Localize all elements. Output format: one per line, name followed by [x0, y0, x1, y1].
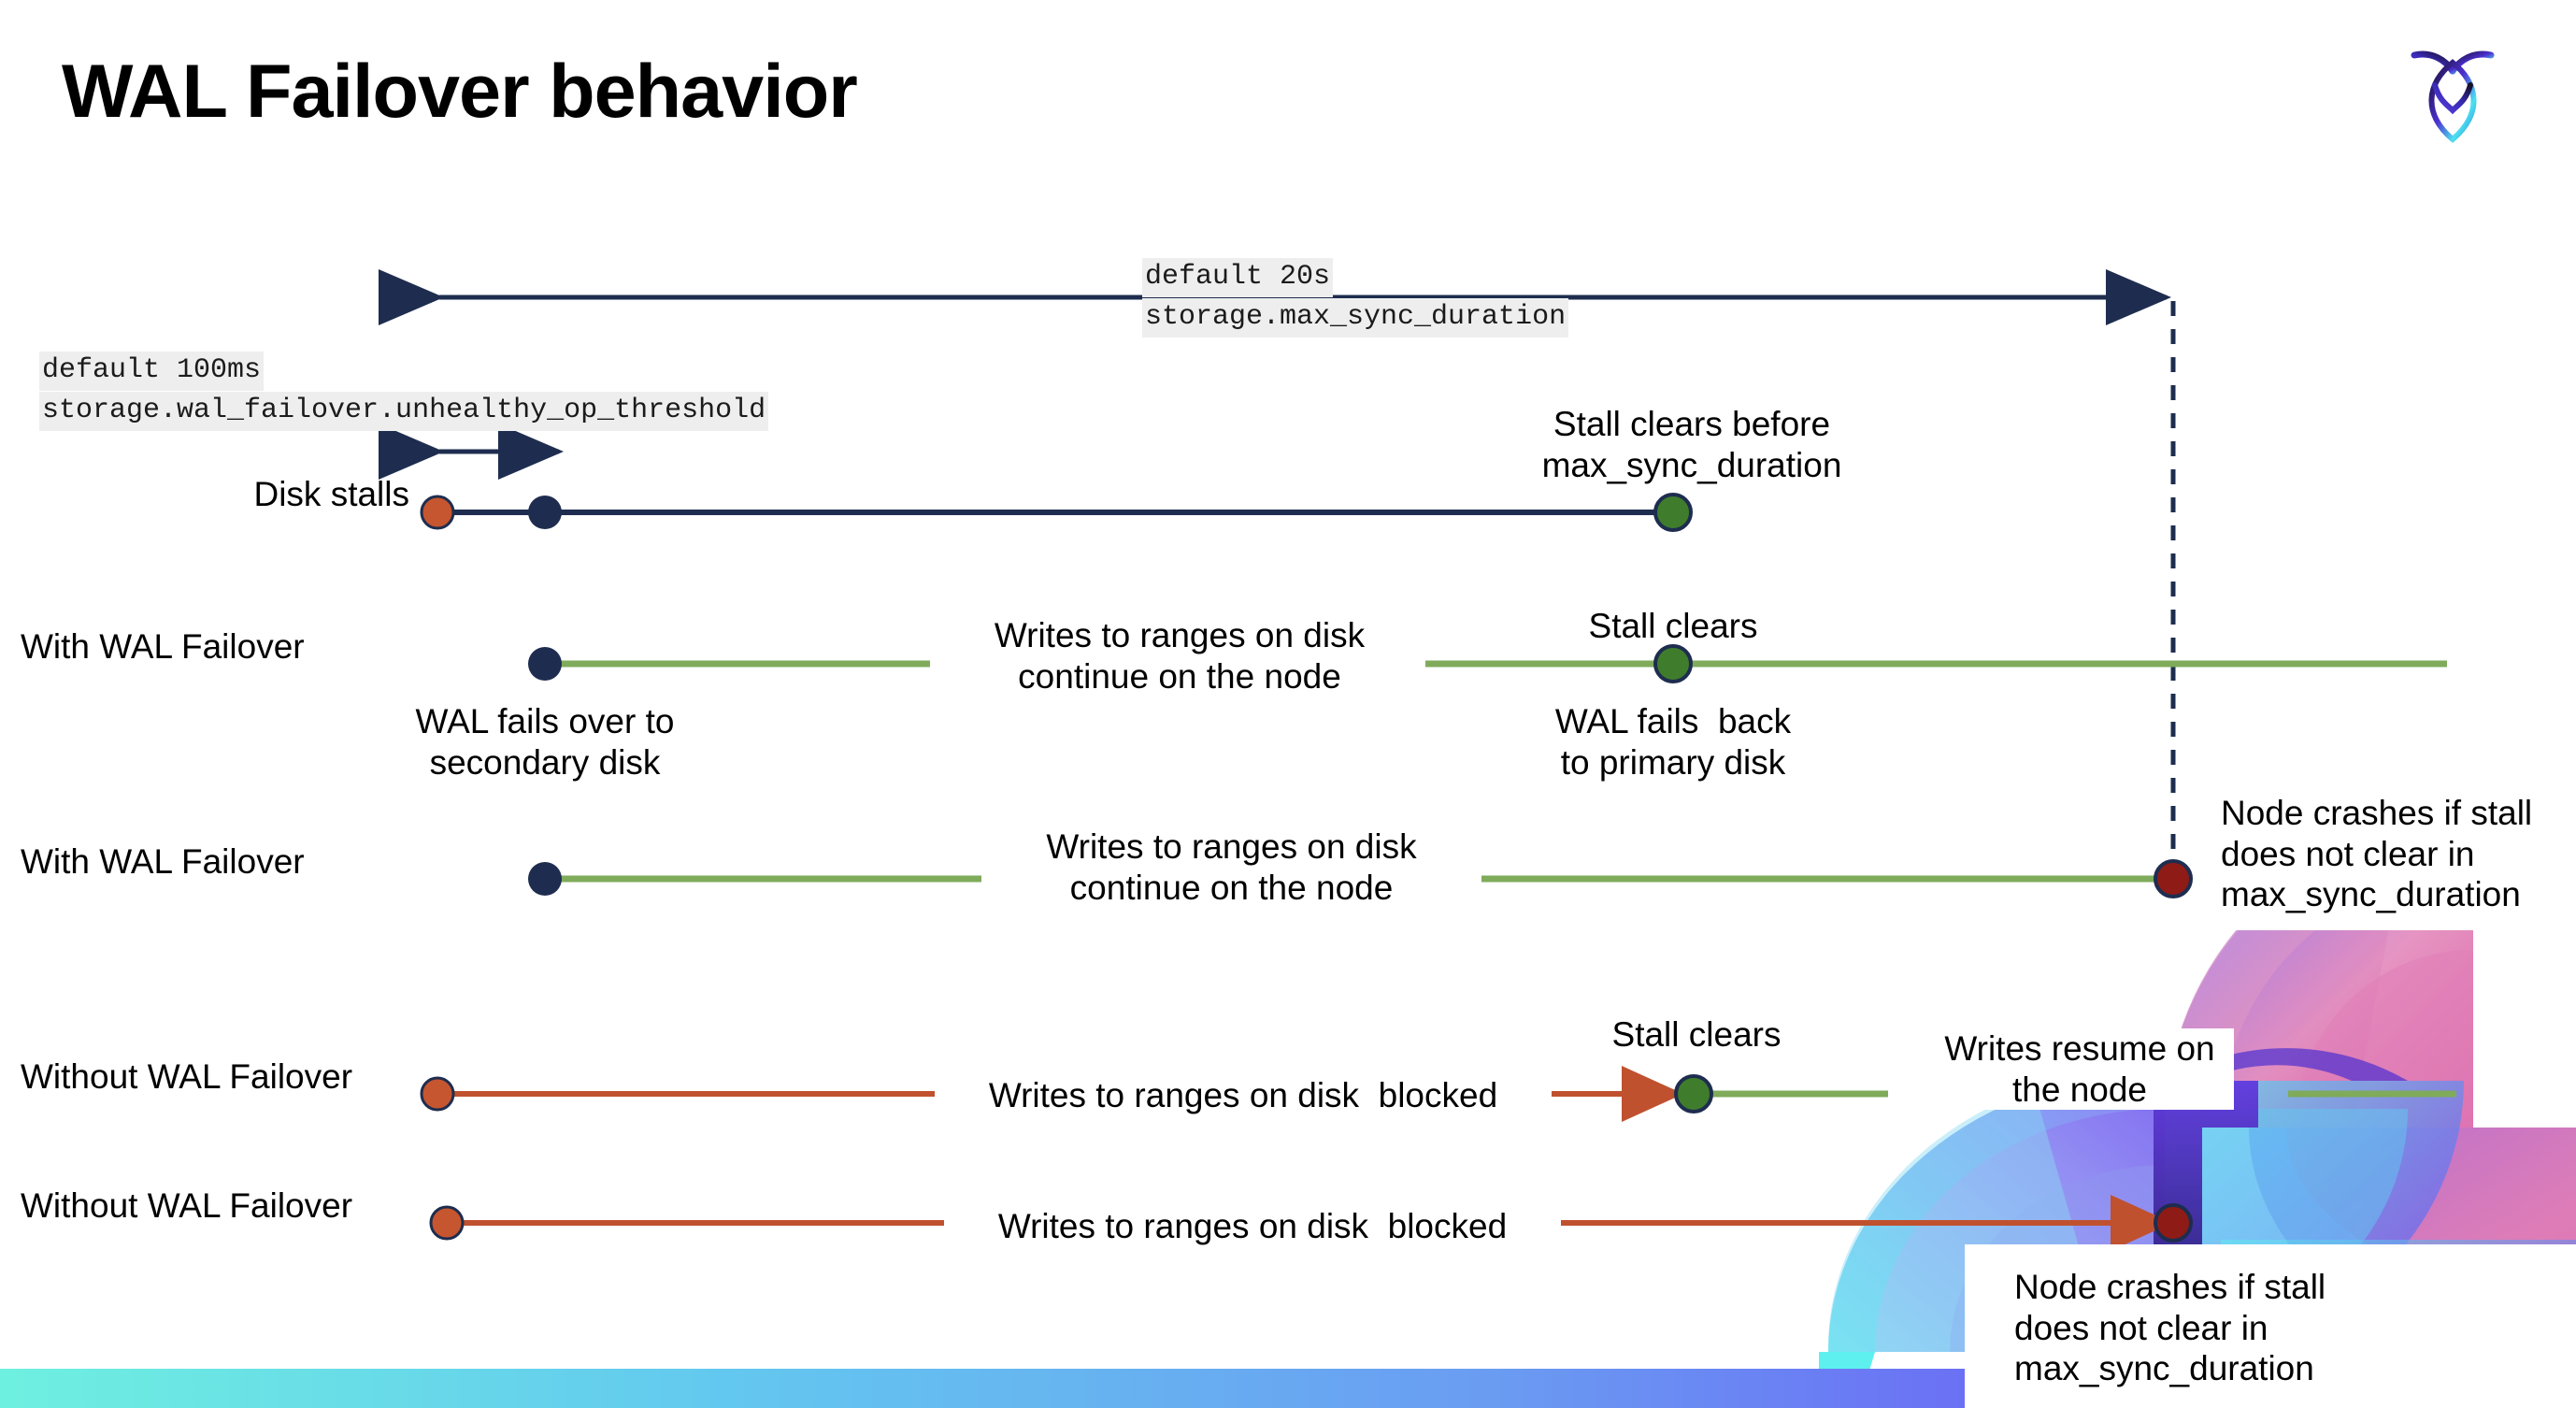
- marker-stall-start-orange: [429, 1205, 465, 1241]
- row-label-with-wal-failover-1: With WAL Failover: [21, 627, 305, 667]
- row-label-with-wal-failover-2: With WAL Failover: [21, 842, 305, 882]
- note-writes-continue-row2: Writes to ranges on disk continue on the…: [937, 615, 1423, 697]
- marker-stall-clear-green: [1653, 644, 1693, 683]
- note-node-crashes-row5: Node crashes if stall does not clear in …: [2014, 1268, 2326, 1388]
- marker-failover-navy: [528, 647, 562, 681]
- page-title: WAL Failover behavior: [62, 50, 858, 134]
- row-label-disk-stalls: Disk stalls: [253, 475, 409, 514]
- marker-stall-clear-green: [1674, 1074, 1713, 1113]
- marker-stall-start-orange: [420, 495, 455, 530]
- note-stall-clears-row4: Stall clears: [1611, 1015, 1782, 1054]
- row-label-without-wal-failover-1: Without WAL Failover: [21, 1057, 353, 1097]
- note-wal-fails-back: WAL fails back to primary disk: [1554, 702, 1792, 782]
- max-sync-default-label: default 20s: [1142, 258, 1334, 297]
- note-writes-blocked-row4: Writes to ranges on disk blocked: [935, 1075, 1552, 1116]
- note-stall-clears-row2: Stall clears: [1588, 607, 1758, 645]
- note-writes-resume: Writes resume on the node: [1925, 1028, 2234, 1111]
- marker-failover-navy: [528, 862, 562, 896]
- marker-threshold-navy: [528, 496, 562, 529]
- marker-stall-start-orange: [420, 1076, 455, 1112]
- unhealthy-op-setting-name: storage.wal_failover.unhealthy_op_thresh…: [39, 392, 769, 431]
- note-node-crashes-row3: Node crashes if stall does not clear in …: [2221, 794, 2533, 914]
- row-label-without-wal-failover-2: Without WAL Failover: [21, 1186, 353, 1226]
- cockroachdb-logo: [2411, 50, 2495, 143]
- note-writes-blocked-row5: Writes to ranges on disk blocked: [944, 1206, 1561, 1247]
- note-wal-fails-over: WAL fails over to secondary disk: [415, 702, 675, 782]
- marker-crash-dark-red: [2154, 859, 2193, 898]
- max-sync-setting-name: storage.max_sync_duration: [1142, 298, 1569, 338]
- note-stall-clears-before: Stall clears before max_sync_duration: [1541, 405, 1842, 484]
- unhealthy-op-default-label: default 100ms: [39, 352, 265, 391]
- note-writes-continue-row3: Writes to ranges on disk continue on the…: [986, 826, 1477, 909]
- marker-crash-dark-red: [2154, 1203, 2193, 1243]
- marker-stall-clear-green: [1653, 493, 1693, 532]
